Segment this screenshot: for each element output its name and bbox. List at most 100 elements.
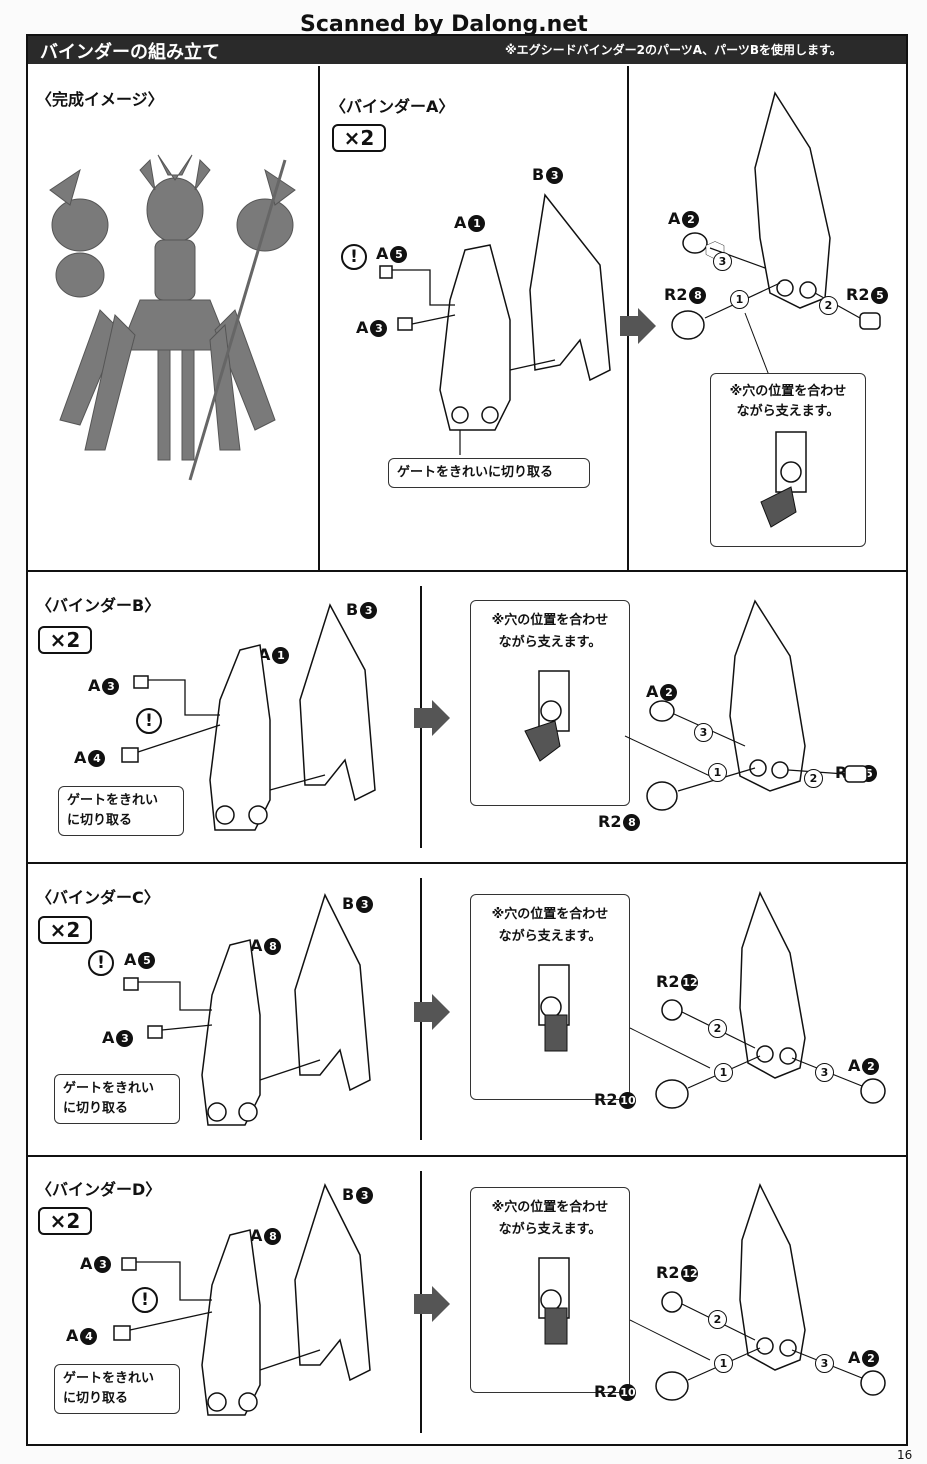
hole-alignment-detail (524, 670, 570, 762)
step-1-marker: 1 (706, 762, 727, 782)
note-line: ※穴の位置を合わせ (491, 613, 609, 628)
binder-a-assembly-drawing (671, 91, 881, 379)
next-step-arrow (414, 1286, 450, 1322)
gate-cut-note: ゲートをきれい に切り取る (58, 786, 184, 836)
caution-icon: ! (136, 708, 162, 734)
header-note: ※エグシードバインダー2のパーツA、パーツBを使用します。 (505, 43, 842, 57)
binder-a-parts-drawing (379, 193, 611, 455)
binder-d-parts-drawing (113, 1183, 371, 1416)
section-divider (28, 1155, 906, 1157)
hole-alignment-note: ※穴の位置を合わせ ながら支えます。 (470, 600, 630, 806)
step-1-marker: 1 (728, 290, 749, 309)
binder-a-title: 〈バインダーA〉 (330, 97, 455, 116)
column-divider (318, 66, 320, 570)
note-line: に切り取る (63, 1101, 129, 1116)
binder-a-multiplier: ×2 (332, 124, 386, 152)
hole-alignment-detail (760, 431, 807, 528)
note-line: ながら支えます。 (498, 1222, 602, 1237)
note-line: ながら支えます。 (498, 635, 602, 650)
binder-c-multiplier: ×2 (38, 916, 92, 944)
step-3-marker: 3 (813, 1353, 834, 1373)
binder-b-multiplier: ×2 (38, 626, 92, 654)
note-line: ※穴の位置を合わせ (491, 907, 609, 922)
scan-watermark: Scanned by Dalong.net (300, 12, 588, 37)
hole-alignment-detail (538, 964, 570, 1052)
note-line: ながら支えます。 (498, 929, 602, 944)
page-number: 16 (897, 1448, 913, 1462)
binder-c-parts-drawing (123, 893, 371, 1126)
section-divider (28, 862, 906, 864)
binder-b-title: 〈バインダーB〉 (36, 596, 161, 615)
binder-d-multiplier: ×2 (38, 1207, 92, 1235)
note-line: に切り取る (67, 813, 133, 828)
step-2-marker: 2 (817, 296, 838, 315)
note-line: ゲートをきれい (63, 1371, 155, 1386)
binder-c-assembly-drawing (629, 891, 886, 1109)
completed-figure-image (49, 154, 296, 481)
step-3-marker: 3 (711, 252, 732, 271)
next-step-arrow (620, 308, 656, 344)
header-bar (28, 36, 906, 64)
note-line: ゲートをきれい (67, 793, 159, 808)
binder-c-title: 〈バインダーC〉 (36, 888, 160, 907)
next-step-arrow (414, 994, 450, 1030)
step-2-marker: 2 (706, 1309, 727, 1329)
section-divider (28, 570, 906, 572)
caution-icon: ! (341, 244, 367, 270)
caution-icon: ! (132, 1287, 158, 1313)
binder-d-assembly-drawing (629, 1183, 886, 1401)
step-1-marker: 1 (712, 1353, 733, 1373)
step-3-marker: 3 (813, 1062, 834, 1082)
step-2-marker: 2 (802, 768, 823, 788)
step-1-marker: 1 (712, 1062, 733, 1082)
hole-alignment-note: ※穴の位置を合わせ ながら支えます。 (710, 373, 866, 547)
binder-b-parts-drawing (121, 603, 376, 831)
completion-title: 〈完成イメージ〉 (36, 90, 164, 109)
note-line: ながら支えます。 (736, 404, 840, 419)
next-step-arrow (414, 700, 450, 736)
hole-alignment-note: ※穴の位置を合わせ ながら支えます。 (470, 894, 630, 1100)
step-3-marker: 3 (692, 722, 713, 742)
note-line: ※穴の位置を合わせ (729, 384, 847, 399)
note-line: ※穴の位置を合わせ (491, 1200, 609, 1215)
page-title: バインダーの組み立て (40, 42, 220, 63)
caution-icon: ! (88, 950, 114, 976)
binder-b-assembly-drawing (624, 599, 868, 811)
note-line: ゲートをきれい (63, 1081, 155, 1096)
gate-cut-note: ゲートをきれい に切り取る (54, 1364, 180, 1414)
gate-cut-note: ゲートをきれいに切り取る (388, 458, 590, 488)
binder-d-title: 〈バインダーD〉 (36, 1180, 162, 1199)
note-line: に切り取る (63, 1391, 129, 1406)
gate-cut-note: ゲートをきれい に切り取る (54, 1074, 180, 1124)
step-2-marker: 2 (706, 1018, 727, 1038)
hole-alignment-note: ※穴の位置を合わせ ながら支えます。 (470, 1187, 630, 1393)
hole-alignment-detail (538, 1257, 570, 1345)
